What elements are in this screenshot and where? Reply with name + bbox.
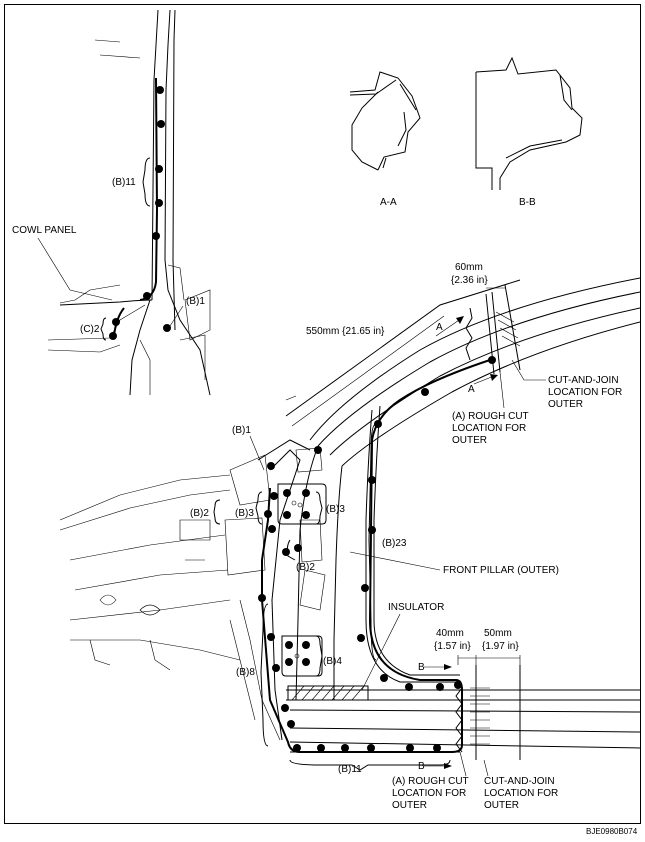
weld-dot [374, 420, 382, 428]
figure-code: BJE0980B074 [586, 827, 638, 836]
upper-inset-drawing [47, 9, 211, 396]
main-body-drawing [59, 277, 641, 760]
weld-dot [293, 744, 301, 752]
weld-dot [341, 744, 349, 752]
weld-dot [287, 720, 295, 728]
callout-b11-top: (B)11 [112, 177, 136, 188]
section-bb-drawing [475, 56, 583, 190]
weld-dot [156, 86, 164, 94]
callout-rough-lower-2: LOCATION FOR [392, 788, 466, 799]
callout-dim-60mm-in: {2.36 in} [451, 275, 488, 286]
callout-b23: (B)23 [382, 538, 407, 549]
callout-cut-join-lower-3: OUTER [484, 800, 519, 811]
weld-dot [357, 634, 365, 642]
weld-dot [294, 544, 302, 552]
weld-dot [436, 683, 444, 691]
callout-b2-mid: (B)2 [296, 562, 315, 573]
weld-dot [155, 165, 163, 173]
callout-rough-upper-3: OUTER [452, 435, 487, 446]
figure-frame [4, 4, 641, 824]
weld-dot [152, 232, 160, 240]
weld-dot [454, 681, 462, 689]
weld-dot [143, 292, 151, 300]
weld-dot [112, 318, 120, 326]
weld-dot [302, 658, 310, 666]
section-label-bb: B-B [519, 197, 536, 208]
callout-rough-lower-3: OUTER [392, 800, 427, 811]
callout-b3-left: (B)3 [235, 508, 254, 519]
callout-cut-join-upper-1: CUT-AND-JOIN [548, 375, 619, 386]
callout-b4: (B)4 [323, 656, 342, 667]
section-label-aa: A-A [380, 197, 397, 208]
callout-b2-left: (B)2 [190, 508, 209, 519]
weld-dot [283, 511, 291, 519]
weld-dot [272, 664, 280, 672]
callout-b8: (B)8 [236, 667, 255, 678]
callout-dim-40mm-in: {1.57 in} [434, 641, 471, 652]
weld-dot [281, 704, 289, 712]
callout-dim-50mm-in: {1.97 in} [482, 641, 519, 652]
weld-dot [314, 446, 322, 454]
callout-cowl-panel: COWL PANEL [12, 225, 77, 236]
section-aa-drawing [349, 71, 421, 171]
upper-inset-welds [109, 86, 171, 340]
weld-dot [421, 388, 429, 396]
weld-dot [268, 525, 276, 533]
weld-dot [368, 526, 376, 534]
arrow-letter-b-bottom: B [418, 761, 425, 772]
callout-dim-40mm: 40mm [436, 628, 464, 639]
callout-c2: (C)2 [80, 324, 100, 335]
weld-dot [267, 633, 275, 641]
weld-dot [361, 584, 369, 592]
callout-rough-lower-1: (A) ROUGH CUT [392, 776, 469, 787]
main-welds [258, 356, 496, 752]
weld-dot [157, 120, 165, 128]
weld-dot [282, 548, 290, 556]
weld-dot [258, 594, 266, 602]
arrow-letter-a-bottom: A [468, 384, 475, 395]
weld-dot [317, 744, 325, 752]
weld-dot [285, 641, 293, 649]
callout-cut-join-upper-3: OUTER [548, 399, 583, 410]
arrow-letter-b-top: B [418, 662, 425, 673]
callout-cut-join-upper-2: LOCATION FOR [548, 387, 622, 398]
weld-dot [285, 658, 293, 666]
callout-b1-upper: (B)1 [186, 296, 205, 307]
callout-insulator: INSULATOR [388, 602, 444, 613]
callout-cut-join-lower-1: CUT-AND-JOIN [484, 776, 555, 787]
weld-dot [302, 489, 310, 497]
weld-dot [367, 744, 375, 752]
weld-dot [433, 744, 441, 752]
weld-dot [380, 674, 388, 682]
hole-mark [294, 653, 300, 659]
weld-dot [488, 356, 496, 364]
arrow-letter-a-top: A [436, 322, 443, 333]
weld-dot [405, 683, 413, 691]
callout-cut-join-lower-2: LOCATION FOR [484, 788, 558, 799]
weld-dot [270, 492, 278, 500]
callout-rough-upper-2: LOCATION FOR [452, 423, 526, 434]
weld-dot [155, 199, 163, 207]
weld-dot [302, 511, 310, 519]
callout-dim-50mm: 50mm [484, 628, 512, 639]
callout-dim-550mm: 550mm {21.65 in} [306, 326, 385, 337]
weld-dot [264, 510, 272, 518]
weld-dot [368, 476, 376, 484]
weld-dot [283, 489, 291, 497]
weld-dot [302, 641, 310, 649]
weld-dot [267, 462, 275, 470]
callout-b3-right: (B)3 [326, 504, 345, 515]
weld-dot [163, 324, 171, 332]
weld-dot [109, 332, 117, 340]
weld-dot [406, 744, 414, 752]
hole-mark [297, 502, 303, 508]
callout-b1-lower: (B)1 [232, 425, 251, 436]
callout-front-pillar: FRONT PILLAR (OUTER) [443, 565, 559, 576]
callout-b11-bottom: (B)11 [338, 764, 362, 775]
hole-mark [291, 500, 297, 506]
callout-rough-upper-1: (A) ROUGH CUT [452, 411, 529, 422]
callout-dim-60mm: 60mm [455, 262, 483, 273]
